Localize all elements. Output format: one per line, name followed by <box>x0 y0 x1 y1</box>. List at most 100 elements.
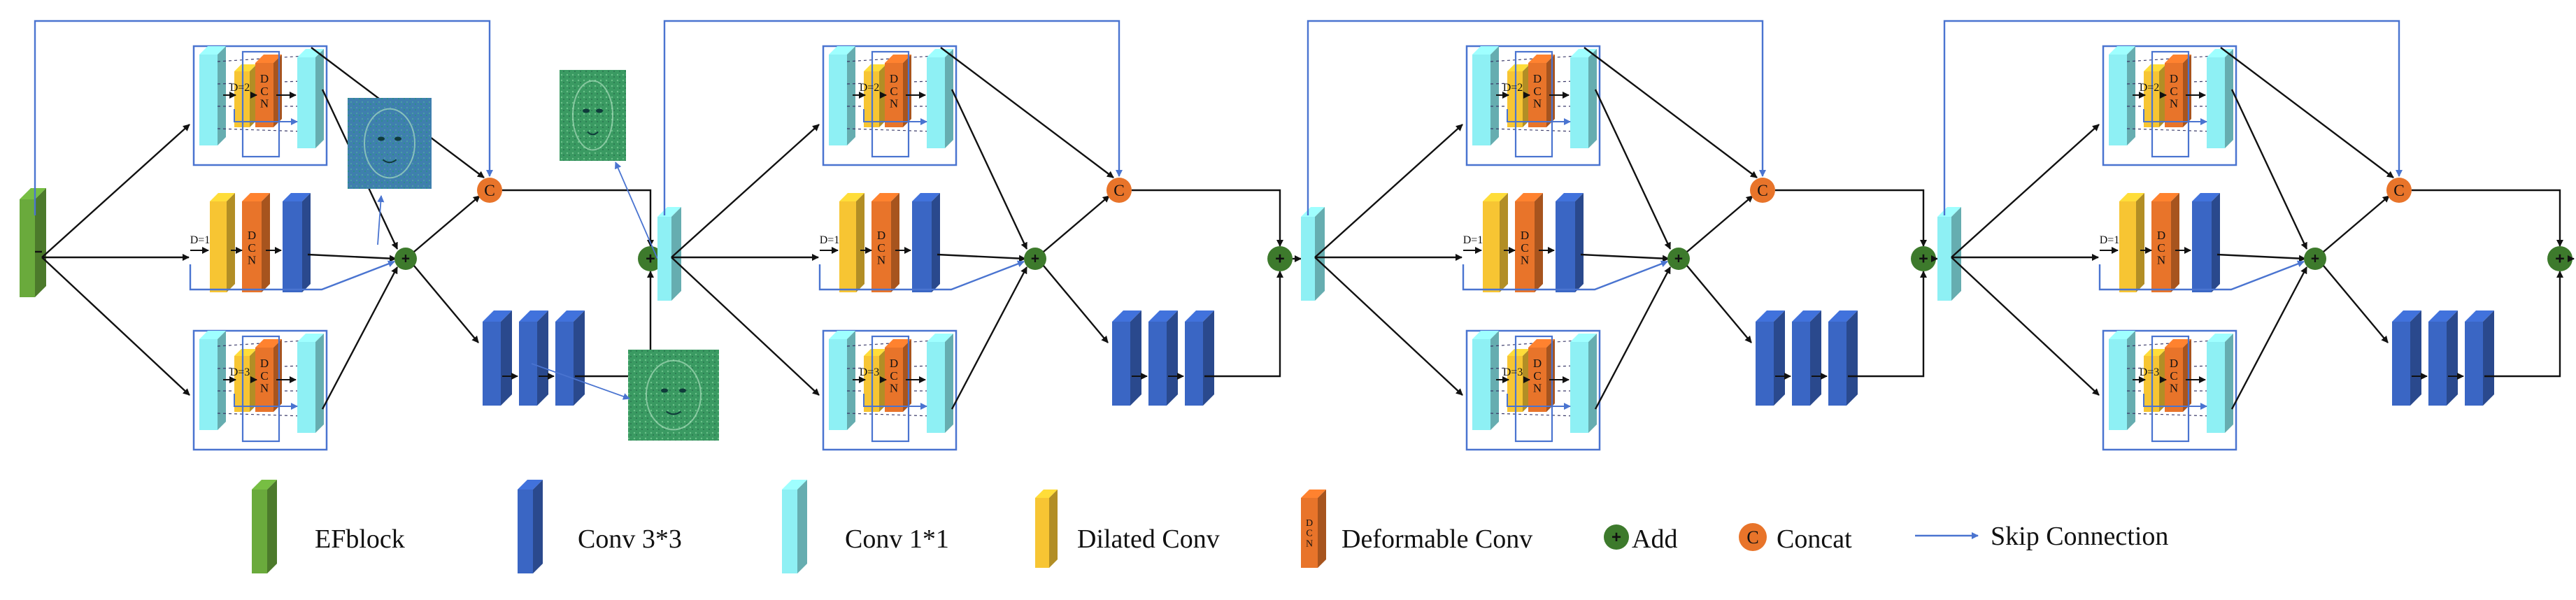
feature-map-image <box>628 350 719 441</box>
concat-symbol: C <box>484 182 495 200</box>
dcn-letter: D <box>2170 357 2178 370</box>
dcn-letter: C <box>1533 369 1541 383</box>
add-symbol: + <box>1031 251 1039 267</box>
dilated-conv-block <box>210 193 235 292</box>
edge <box>2216 253 2306 262</box>
edge <box>2220 47 2394 178</box>
dcn-letter: C <box>2170 85 2177 98</box>
dcn-letter: C <box>1521 241 1528 255</box>
conv11-block <box>199 331 226 430</box>
dcn-letter: D <box>248 229 256 242</box>
conv33-block <box>1185 310 1214 406</box>
conv33-block <box>2428 310 2458 406</box>
deformable-conv-block <box>2165 339 2191 412</box>
dcn-letter: D <box>2170 72 2178 85</box>
edge <box>1951 124 2100 258</box>
concat-node: C <box>2386 178 2412 203</box>
add-symbol: + <box>401 251 410 267</box>
edge <box>615 162 658 259</box>
edge <box>307 253 397 262</box>
deformable-conv-block <box>2165 55 2191 127</box>
dcn-letter: N <box>877 254 885 267</box>
dcn-letter: D <box>890 357 898 370</box>
conv33-block <box>2192 193 2220 292</box>
skip-connection <box>34 20 493 215</box>
edge <box>1686 195 1753 252</box>
edge <box>413 265 479 343</box>
conv33-block <box>555 310 585 406</box>
edge <box>377 195 385 245</box>
edge <box>502 189 654 247</box>
conv11-block <box>2207 49 2233 148</box>
edge <box>1580 253 1670 262</box>
edge <box>2323 265 2389 343</box>
edge <box>951 266 1028 410</box>
dilated-conv-block <box>2119 193 2144 292</box>
conv33-block <box>283 193 311 292</box>
dcn-letter: N <box>2170 97 2178 110</box>
edge <box>1848 271 1927 378</box>
conv11-block <box>1570 334 1597 433</box>
add-symbol: + <box>1275 250 1285 268</box>
conv11-block <box>297 334 324 433</box>
skip-connection <box>663 20 1123 215</box>
concat-symbol: C <box>1757 182 1768 200</box>
edge <box>2484 271 2563 378</box>
edge <box>321 266 399 410</box>
conv33-stack <box>1112 310 1214 406</box>
edge <box>1775 189 1927 247</box>
add-symbol: + <box>2555 250 2565 268</box>
conv33-stack <box>483 310 585 406</box>
conv11-connector <box>1301 207 1325 301</box>
conv11-block <box>2207 334 2233 433</box>
conv33-block <box>519 310 548 406</box>
edge <box>671 124 820 258</box>
edge <box>41 124 190 258</box>
dcn-letter: C <box>2170 369 2177 383</box>
dcn-letter: N <box>260 97 269 110</box>
edge <box>671 257 820 396</box>
edge <box>1584 47 1758 178</box>
concat-symbol: C <box>2393 182 2405 200</box>
skip-connection <box>1462 260 1668 291</box>
concat-symbol: C <box>1113 182 1125 200</box>
dilation-label: D=3 <box>860 366 880 378</box>
dcn-letter: N <box>248 254 256 267</box>
add-symbol: + <box>1919 250 1928 268</box>
edge <box>1043 265 1109 343</box>
conv11-connector <box>1937 207 1961 301</box>
feature-map-image <box>560 70 626 161</box>
add-node: + <box>394 248 417 270</box>
edge <box>1043 195 1110 252</box>
deformable-conv-block <box>885 55 911 127</box>
edge <box>41 257 190 396</box>
deformable-conv-block <box>1515 193 1543 292</box>
dcn-letter: C <box>248 241 255 255</box>
conv11-block <box>199 46 226 145</box>
dcn-letter: C <box>2157 241 2165 255</box>
dcn-letter: C <box>890 85 897 98</box>
dcn-letter: D <box>260 72 269 85</box>
dilation-label: D=2 <box>860 82 880 94</box>
skip-connection <box>818 260 1025 291</box>
dcn-letter: D <box>877 229 885 242</box>
add-node: + <box>1024 248 1046 270</box>
deformable-conv-block <box>885 339 911 412</box>
conv11-block <box>829 46 855 145</box>
add-node: + <box>638 246 663 271</box>
dcn-letter: N <box>1521 254 1529 267</box>
dcn-letter: N <box>890 97 898 110</box>
add-node: + <box>2304 248 2326 270</box>
conv33-block <box>1556 193 1584 292</box>
edge <box>1686 265 1752 343</box>
add-node: + <box>1911 246 1936 271</box>
dilated-conv-block <box>1483 193 1508 292</box>
